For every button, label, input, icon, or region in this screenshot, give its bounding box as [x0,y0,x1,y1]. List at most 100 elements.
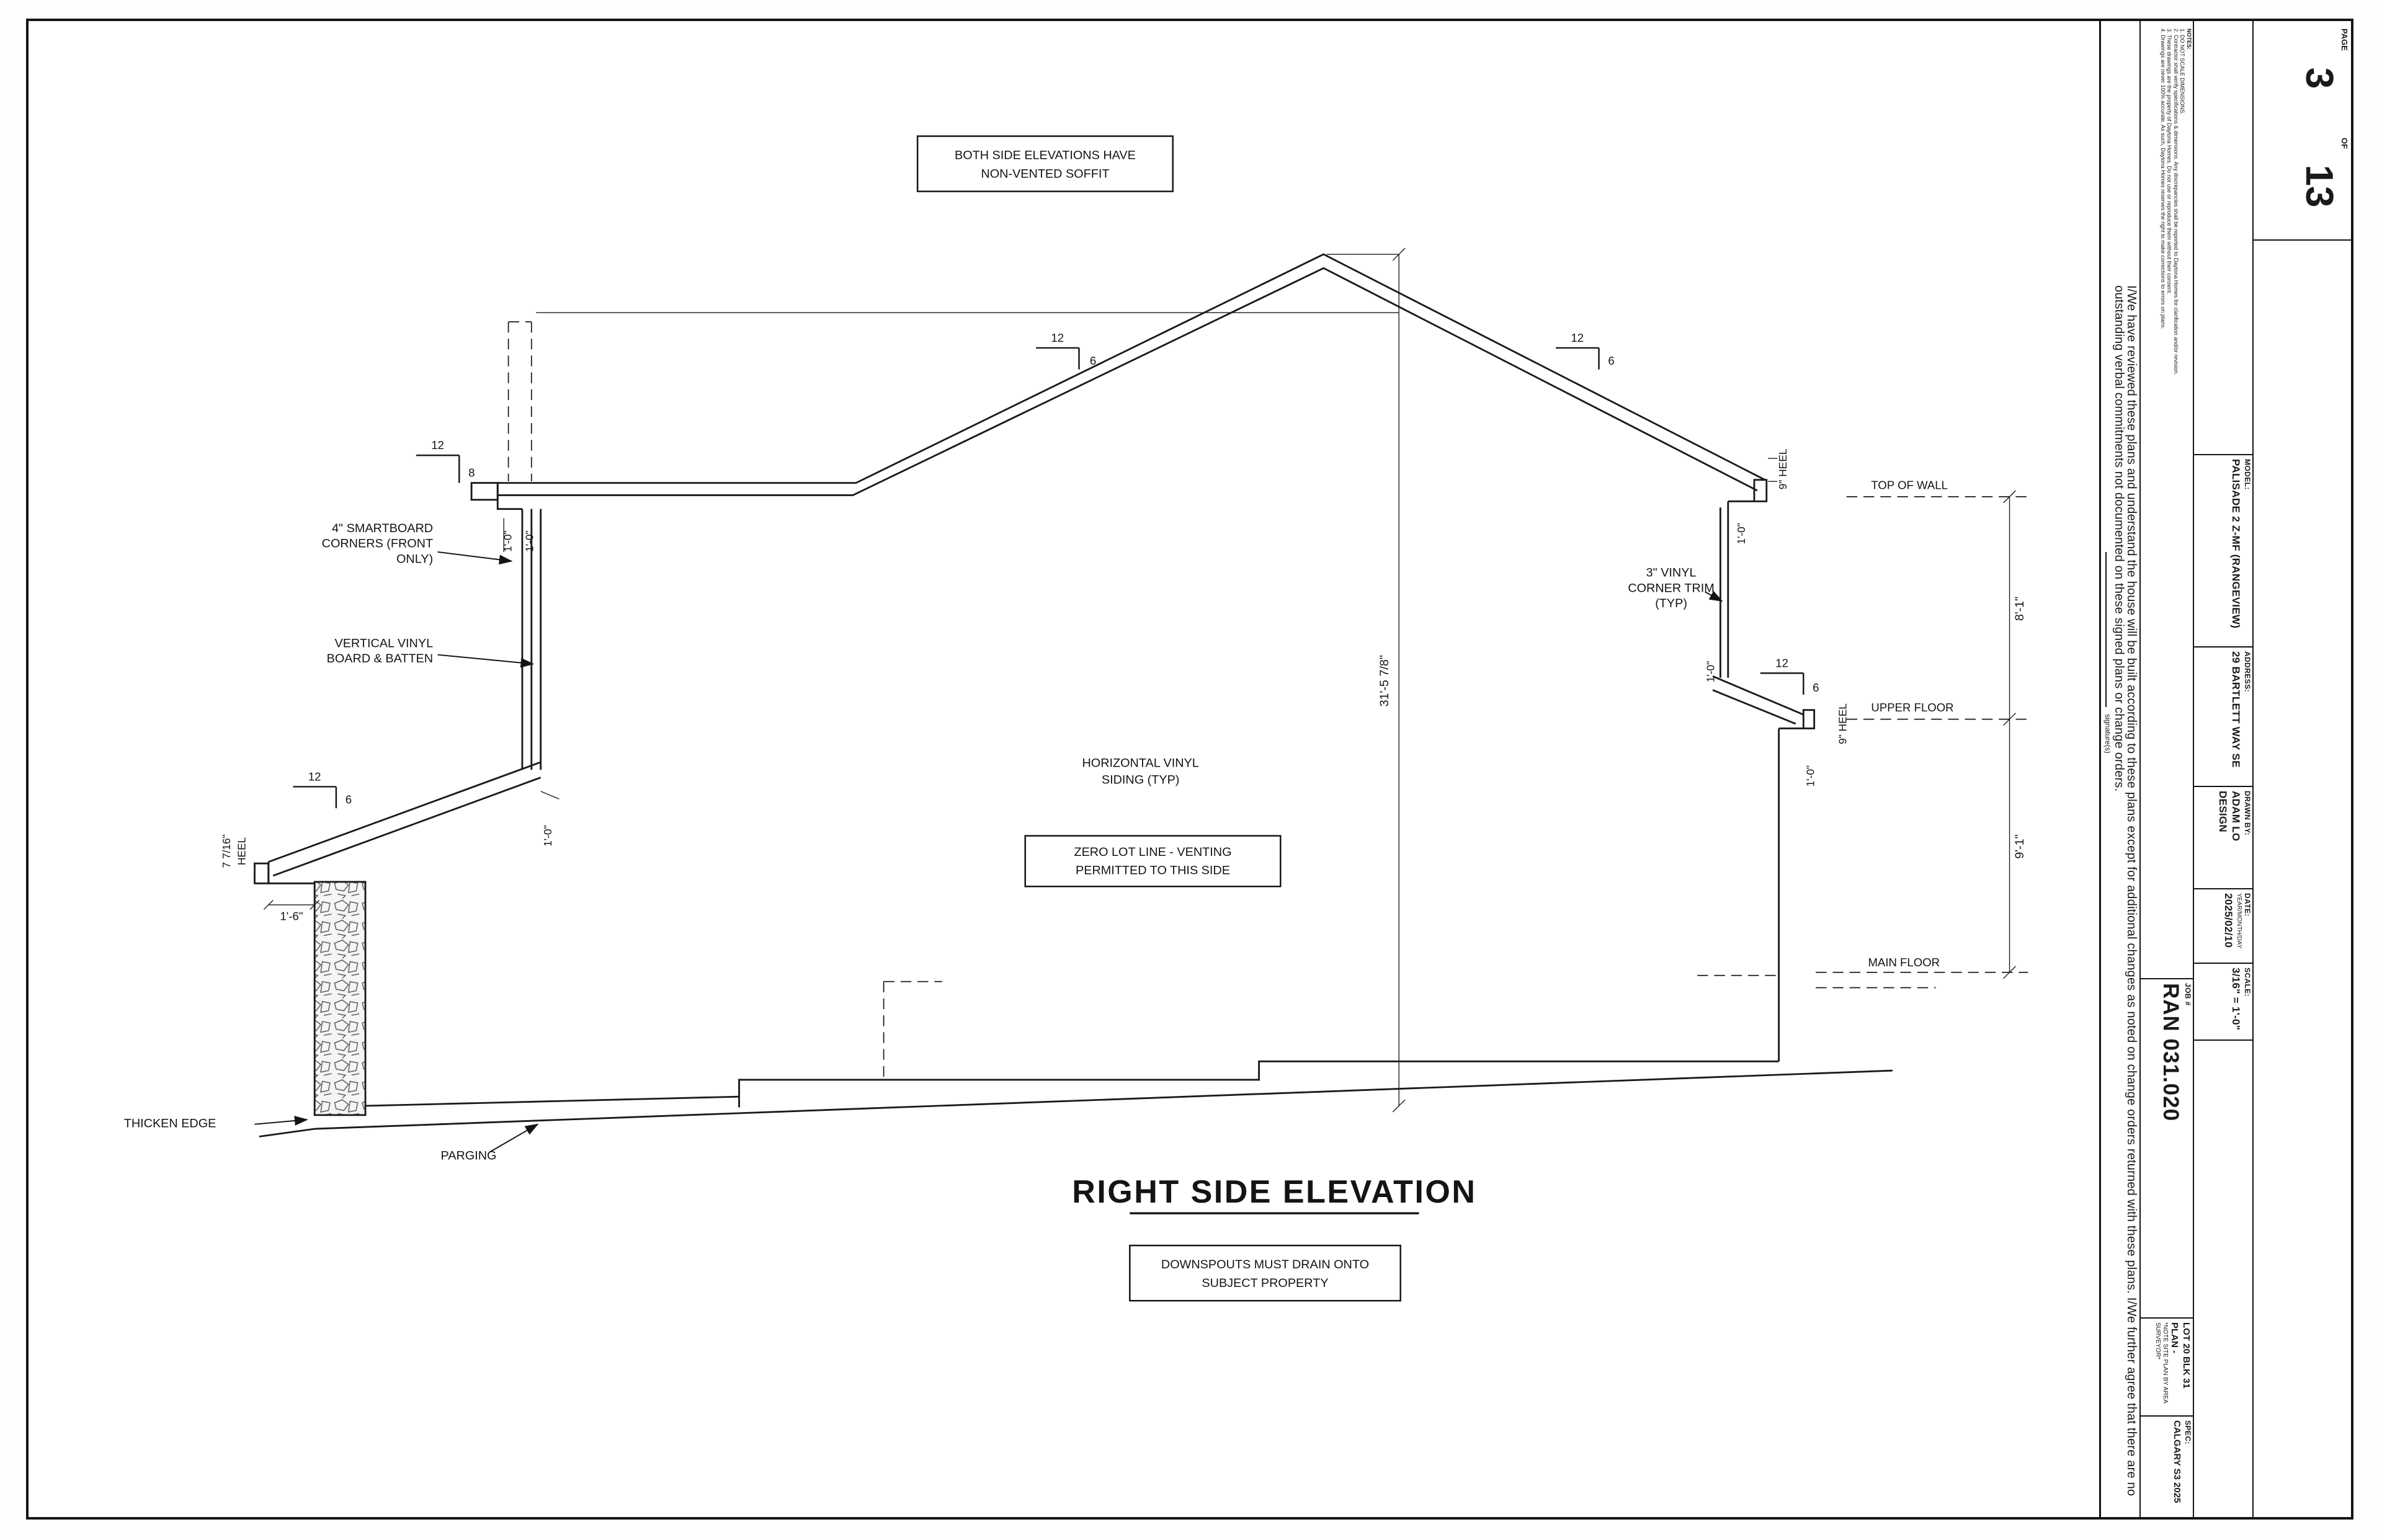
corner-trim-label: 3" VINYL [1646,566,1697,580]
batten-label: VERTICAL VINYL [334,636,433,650]
titleblock-page-column: PAGE 3 OF 13 [2252,21,2351,1517]
hidden-lines [507,321,2028,1080]
drawing-title: RIGHT SIDE ELEVATION [1072,1174,1476,1210]
upper-storey-dim: 8'-1" [2013,597,2027,621]
siding-label: SIDING (TYP) [1102,773,1180,787]
smartboard-label: 4" SMARTBOARD [332,522,433,535]
overhang-dim: 1'-0" [502,530,514,551]
soffit-note: NON-VENTED SOFFIT [981,167,1109,180]
drawnby-cell: DRAWN BY: ADAM LO DESIGN [2194,787,2252,888]
overall-height-dim: 31'-5 7/8" [1378,655,1391,706]
model-label: MODEL: [2243,459,2252,490]
date-label: DATE: [2243,893,2252,917]
slope-run: 12 [1051,331,1064,344]
house-outline [254,253,1893,1137]
signature-line [2105,552,2113,707]
note-item: 1. DO NOT SCALE DIMENSIONS. [2179,29,2186,115]
slope-run: 12 [431,438,444,452]
slope-rise: 8 [468,466,475,479]
smartboard-label: ONLY) [396,552,433,566]
right-lower-gutter [1802,709,1816,729]
date-cell: DATE: YEAR/MONTH/DAY 2025/02/10 [2194,889,2252,963]
notes-heading: NOTES: [2186,29,2192,50]
title-block: I/We have reviewed these plans and under… [2099,21,2351,1517]
slope-rise: 6 [346,793,352,806]
titleblock-job-column: NOTES: 1. DO NOT SCALE DIMENSIONS. 2. Co… [2139,21,2193,1517]
parging-label: PARGING [440,1149,496,1163]
heel-dim: 9" HEEL [1837,703,1849,744]
note-boxes [916,135,1401,1302]
overhang-dim: 1'-0" [1804,765,1817,786]
stone-pillar [313,881,367,1116]
spec-cell: SPEC: CALGARY S3 2025 [2141,1417,2193,1518]
slope-run: 12 [1775,657,1788,670]
elevation-drawing: RIGHT SIDE ELEVATION BOTH SIDE ELEVATION… [124,135,2028,1302]
overhang-dim: 1'-0" [1735,523,1747,544]
roof-outer [497,253,1765,484]
lower-left-gutter [254,862,270,884]
scale-cell: SCALE: 3/16" = 1'-0" [2194,964,2252,1039]
right-gutter [1753,479,1768,502]
page-label: PAGE [2340,29,2349,51]
note-item: 4. Drawings are never 100% accurate. As … [2160,29,2166,329]
siding-label: HORIZONTAL VINYL [1082,756,1198,770]
note-item: 3. These drawings are the property of Da… [2166,29,2173,295]
titleblock-disclaimer-column: I/We have reviewed these plans and under… [2101,21,2139,1517]
model-value: PALISADE 2 Z-MF (RANGEVIEW) [2230,459,2242,629]
right-lower-eave [1778,728,1804,1062]
batten-label: BOARD & BATTEN [327,652,433,665]
roof-inner [497,267,1758,496]
right-lower-roof [1712,675,1804,725]
grade-line [259,1069,1893,1137]
foundation-line [738,1060,1779,1108]
signature-label: signature(s) [2103,714,2112,754]
zero-lot-note: ZERO LOT LINE - VENTING [1074,845,1231,859]
note-item: 2. Contractor shall verify specification… [2173,29,2179,375]
heel-dim: HEEL [236,837,248,865]
job-number-cell: JOB # RAN 031.020 [2141,979,2193,1317]
overhang-dim: 1'-0" [542,825,554,846]
lower-left-roof [268,761,542,877]
slope-rise: 6 [1608,354,1614,367]
slope-run: 12 [308,770,321,783]
overhang-dim: 1'-0" [1704,661,1716,682]
slope-rise: 6 [1090,354,1096,367]
downspout-note: SUBJECT PROPERTY [1202,1276,1328,1290]
address-cell: ADDRESS: 29 BARTLETT WAY SE [2194,648,2252,786]
left-gutter [470,482,499,501]
downspout-note: DOWNSPOUTS MUST DRAIN ONTO [1161,1258,1369,1271]
soffit-note: BOTH SIDE ELEVATIONS HAVE [955,149,1136,162]
total-pages: 13 [2298,164,2340,208]
date-value: 2025/02/10 [2223,893,2234,948]
smartboard-label: CORNERS (FRONT [322,537,433,551]
top-of-wall-label: TOP OF WALL [1871,479,1948,492]
drawing-text: RIGHT SIDE ELEVATION BOTH SIDE ELEVATION… [124,149,2027,1290]
overhang-dim: 1'-6" [280,910,303,923]
signature-row: signature(s) [2103,285,2113,1515]
overhang-dim: 1'-0" [523,530,535,551]
left-wall-trim [521,509,542,770]
main-floor-label: MAIN FLOOR [1868,956,1940,969]
parging-edge [365,1095,739,1107]
drawnby-value: ADAM LO DESIGN [2217,791,2242,842]
heel-dim: 9" HEEL [1777,448,1789,489]
main-floor-level [1816,971,2028,989]
slope-markers [293,347,1804,809]
address-value: 29 BARTLETT WAY SE [2230,651,2242,768]
date-format: YEAR/MONTH/DAY [2236,893,2242,949]
slope-rise: 6 [1813,681,1819,694]
disclaimer-text: I/We have reviewed these plans and under… [2112,285,2138,1497]
spec-label: SPEC: [2184,1420,2192,1444]
dimension-lines [263,247,2016,1113]
zero-lot-note: PERMITTED TO THIS SIDE [1076,863,1230,877]
upper-floor-label: UPPER FLOOR [1871,701,1953,714]
heel-dim: 7 7/16" [220,834,233,868]
address-label: ADDRESS: [2243,651,2252,692]
job-number: RAN 031.020 [2159,983,2183,1122]
site-plan-note: *NOTE SITE PLAN BY AREA SURVEYOR* [2154,1322,2169,1404]
left-eave [496,483,522,510]
spec-value: CALGARY S3 2025 [2172,1420,2182,1503]
scale-label: SCALE: [2243,968,2252,997]
